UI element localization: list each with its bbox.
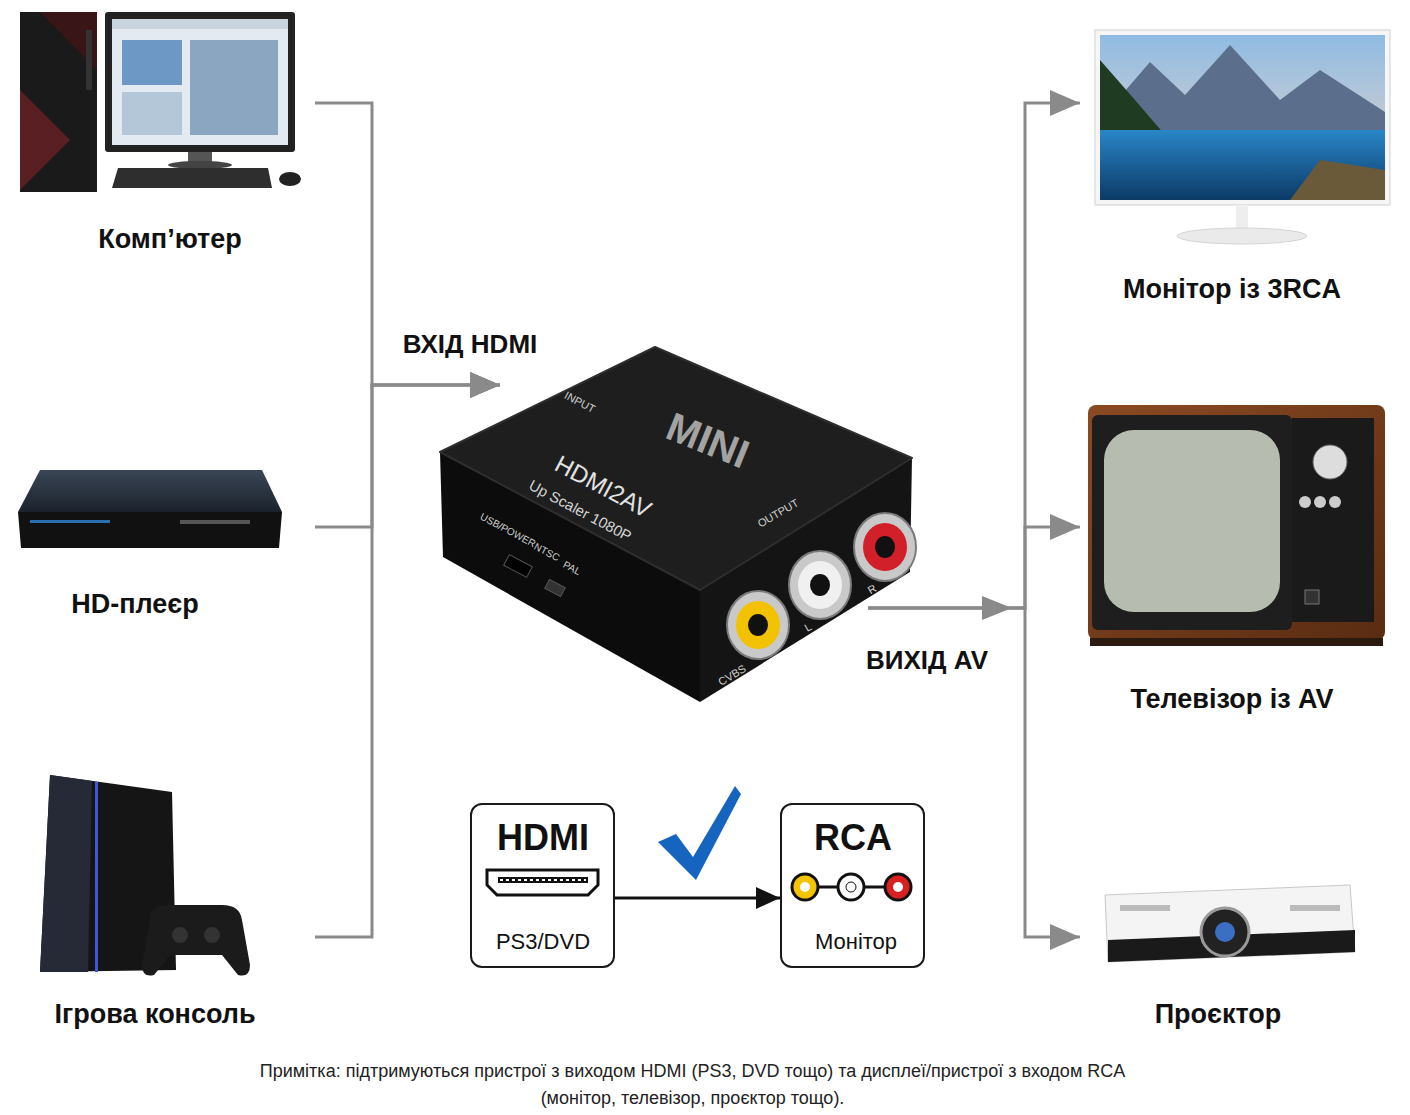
pc-screen-window [122, 40, 182, 85]
rca-jack-icon [838, 874, 864, 900]
pc-tower [20, 12, 97, 192]
monitor-base [1177, 228, 1307, 244]
flow-label: ВИХІД AV [866, 646, 988, 675]
rca-jack-icon [893, 882, 903, 892]
projector-lens [1201, 908, 1249, 956]
tv-cabinet [1088, 405, 1385, 640]
player-buttons [180, 520, 250, 524]
device-node: Ігрова консоль [15, 770, 315, 1035]
usb-port [504, 555, 533, 578]
rca-jack-hole [748, 614, 768, 636]
hdmi-pins [498, 877, 588, 883]
flow-label: ВХІД HDMI [403, 330, 538, 359]
console-side [40, 775, 92, 972]
rca-jack-insulator [863, 523, 907, 571]
pc-stand-base [168, 161, 232, 169]
rca-jack [854, 513, 916, 581]
rca-jack [727, 591, 789, 659]
screen-mountains [1100, 45, 1385, 140]
projector-body [1105, 885, 1355, 962]
tv-knob [1299, 496, 1311, 508]
rca-jack [789, 551, 851, 619]
console-light [95, 782, 98, 972]
device-node: Телевізор із AV [1080, 400, 1410, 720]
node-label: Ігрова консоль [54, 1000, 255, 1030]
pc-keyboard [112, 168, 272, 188]
projector-vent [1120, 905, 1170, 911]
rca-jack-icon [846, 882, 856, 892]
checkmark [658, 786, 741, 880]
player-light [30, 520, 110, 523]
converter-box: INPUTMINIHDMI2AVUp Scaler 1080PUSB/POWER… [500, 345, 868, 700]
player-top [18, 470, 282, 512]
node-label: Телевізор із AV [1130, 685, 1333, 715]
screen-shore [1290, 160, 1385, 200]
tv-knob [1329, 496, 1341, 508]
node-label: HD-плеєр [71, 590, 199, 620]
node-label: Проєктор [1155, 1000, 1282, 1030]
port-card: RCA Монітор [780, 803, 925, 968]
tv-dial [1313, 445, 1347, 479]
tv-panel [1292, 418, 1374, 622]
node-label: PS3/DVD [496, 930, 590, 954]
pc-mouse [279, 172, 301, 186]
tv-screen [1104, 430, 1280, 612]
rca-jack-hole [810, 574, 830, 596]
controller-stick [172, 927, 188, 943]
pc-screen-bar [112, 19, 288, 29]
device-node: Комп’ютер [15, 10, 315, 260]
node-label: HDMI [497, 818, 589, 858]
node-label: Комп’ютер [98, 225, 242, 255]
tv-switch [1305, 590, 1319, 604]
port-card: HDMI PS3/DVD [470, 803, 615, 968]
device-node: Проєктор [1080, 875, 1410, 1035]
player-front [18, 512, 282, 548]
connector [615, 897, 780, 900]
converter-shape [500, 345, 868, 700]
pc-monitor [105, 12, 295, 152]
monitor-bezel [1095, 30, 1390, 205]
rca-jack-icon [885, 874, 911, 900]
rca-jack-insulator [798, 561, 842, 609]
screen-forest [1100, 60, 1165, 140]
console-controller [142, 905, 250, 976]
converter-top-face [440, 347, 912, 590]
tv-knob [1314, 496, 1326, 508]
device-node: HD-плеєр [15, 465, 315, 625]
node-label: RCA [814, 818, 892, 858]
monitor-screen [1100, 35, 1385, 200]
hdmi-plug-icon [487, 870, 598, 895]
projector-lens-glass [1215, 922, 1235, 942]
screen-lake [1100, 130, 1385, 200]
device-node: Монітор із 3RCA [1080, 25, 1410, 310]
rca-jack-hole [875, 536, 895, 558]
pc-screen-window [190, 40, 278, 135]
node-label: Монітор [815, 930, 897, 954]
hdmi-pins [500, 879, 586, 881]
node-label: Монітор із 3RCA [1123, 275, 1341, 305]
rca-jack-icon [792, 874, 818, 900]
tv-frame [1092, 415, 1292, 630]
rca-jack-insulator [736, 601, 780, 649]
pc-tower-shade [20, 90, 70, 190]
tv-base [1090, 638, 1383, 646]
mode-switch [545, 579, 566, 596]
pc-screen [112, 19, 288, 145]
projector-vent [1290, 905, 1340, 911]
rca-jack-icon [800, 882, 810, 892]
note-text: Примітка: підтримуються пристрої з виход… [250, 1058, 1135, 1112]
pc-screen-window [122, 92, 182, 135]
pc-drive-bay [86, 30, 92, 90]
controller-stick [204, 927, 220, 943]
monitor-stand [1236, 205, 1248, 230]
